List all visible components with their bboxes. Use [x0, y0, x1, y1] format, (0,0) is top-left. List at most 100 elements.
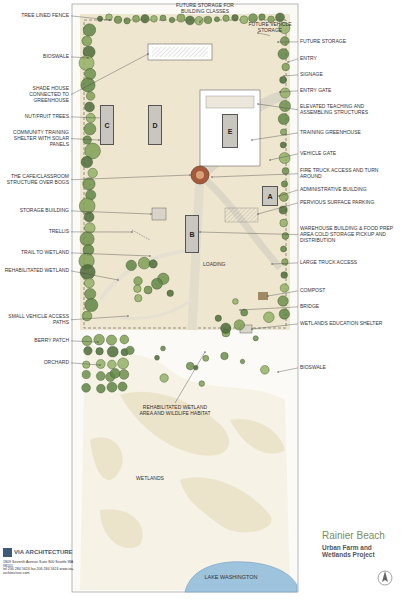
farm-ground	[80, 14, 290, 330]
tree	[86, 113, 95, 122]
tree	[84, 123, 96, 135]
callout-label: STORAGE BUILDING	[3, 208, 69, 214]
tree	[85, 102, 95, 112]
property-line	[72, 4, 298, 592]
tree	[107, 346, 118, 357]
tree	[232, 15, 239, 22]
tree	[155, 355, 160, 360]
callout-label: FUTURE STORAGE	[300, 39, 380, 45]
tree	[221, 352, 229, 360]
wetland-patch	[230, 419, 285, 454]
tree	[264, 312, 275, 323]
tree	[149, 260, 157, 268]
leader-line	[175, 352, 205, 403]
tree	[167, 290, 174, 297]
building-letter: E	[228, 128, 233, 135]
trail	[100, 250, 190, 300]
wetland-patch	[100, 509, 143, 548]
callout-label: LAKE WASHINGTON	[196, 574, 266, 580]
tree	[82, 311, 92, 321]
tree	[133, 15, 140, 22]
callout-label: PERVIOUS SURFACE PARKING	[300, 200, 392, 206]
compost	[258, 292, 268, 300]
logo-mark	[3, 548, 12, 557]
tree	[278, 49, 289, 60]
tree	[80, 264, 95, 279]
leader-line	[270, 154, 298, 160]
leader-line	[71, 363, 100, 365]
tree	[144, 286, 152, 294]
building-letter: A	[267, 193, 272, 200]
tree	[151, 15, 158, 22]
tree	[160, 15, 166, 21]
leader-line	[278, 368, 298, 372]
leader-dot	[87, 57, 88, 58]
tree	[240, 359, 245, 364]
trellis	[132, 230, 150, 240]
leader-dot	[117, 279, 118, 280]
turnaround-center	[196, 171, 204, 179]
callout-label: ADMINISTRATIVE BUILDING	[300, 187, 392, 193]
tree	[81, 78, 95, 92]
tree	[107, 382, 117, 392]
callout-label: TRAIL TO WETLAND	[3, 250, 69, 256]
tree	[279, 100, 290, 111]
tree	[276, 13, 285, 22]
tree	[204, 16, 212, 24]
tree	[259, 14, 265, 20]
callout-label: THE CAFE/CLASSROOM STRUCTURE OVER BOGS	[3, 174, 69, 186]
leader-dot	[251, 139, 252, 140]
callout-label: VIA ARCHITECTURE	[14, 549, 74, 556]
tree	[282, 63, 290, 71]
turnaround	[191, 166, 209, 184]
callout-label: ENTRY GATE	[300, 88, 380, 94]
tree	[280, 88, 290, 98]
tree	[96, 359, 105, 368]
building: E	[222, 114, 238, 148]
tree	[214, 17, 219, 22]
tree	[177, 14, 185, 22]
leader-dot	[277, 371, 278, 372]
tree	[84, 212, 94, 222]
callout-label: LARGE TRUCK ACCESS	[300, 260, 390, 266]
leader-line	[288, 59, 298, 62]
tree	[83, 24, 95, 36]
leader-line	[71, 139, 99, 140]
tree	[126, 346, 134, 354]
leader-dot	[251, 328, 252, 329]
tree	[85, 288, 96, 299]
leader-line	[278, 41, 298, 42]
leader-line	[71, 57, 88, 58]
north-arrow	[378, 571, 392, 585]
tree	[240, 16, 248, 24]
leader-dot	[150, 213, 151, 214]
callout-label: TRAINING GREENHOUSE	[300, 130, 390, 136]
tree	[81, 156, 93, 168]
tree	[280, 77, 287, 84]
callout-label: WETLANDS	[125, 476, 175, 482]
leader-dot	[257, 103, 258, 104]
tree	[84, 278, 94, 288]
storage-building	[152, 208, 166, 220]
building-letter: D	[152, 122, 157, 129]
tree	[96, 348, 103, 355]
callout-label: BIOSWALE	[3, 54, 69, 60]
north-arrow-head	[382, 571, 388, 582]
shade-house-roof	[152, 47, 208, 57]
tree	[280, 246, 286, 252]
tree	[82, 383, 91, 392]
callout-label: SHADE HOUSE CONNECTED TO GREENHOUSE	[3, 86, 69, 103]
trees	[79, 13, 291, 393]
building: C	[100, 105, 114, 145]
tree	[199, 381, 205, 387]
tree	[203, 355, 209, 361]
callout-label: COMPOST	[300, 288, 380, 294]
leader-line	[272, 263, 298, 264]
leader-dot	[277, 41, 278, 42]
tree	[280, 129, 286, 135]
tree	[114, 16, 122, 24]
callout-label: SIGNAGE	[300, 72, 380, 78]
tree	[82, 336, 92, 346]
callout-label: BIOSWALE	[300, 365, 380, 371]
leader-dot	[147, 53, 148, 54]
